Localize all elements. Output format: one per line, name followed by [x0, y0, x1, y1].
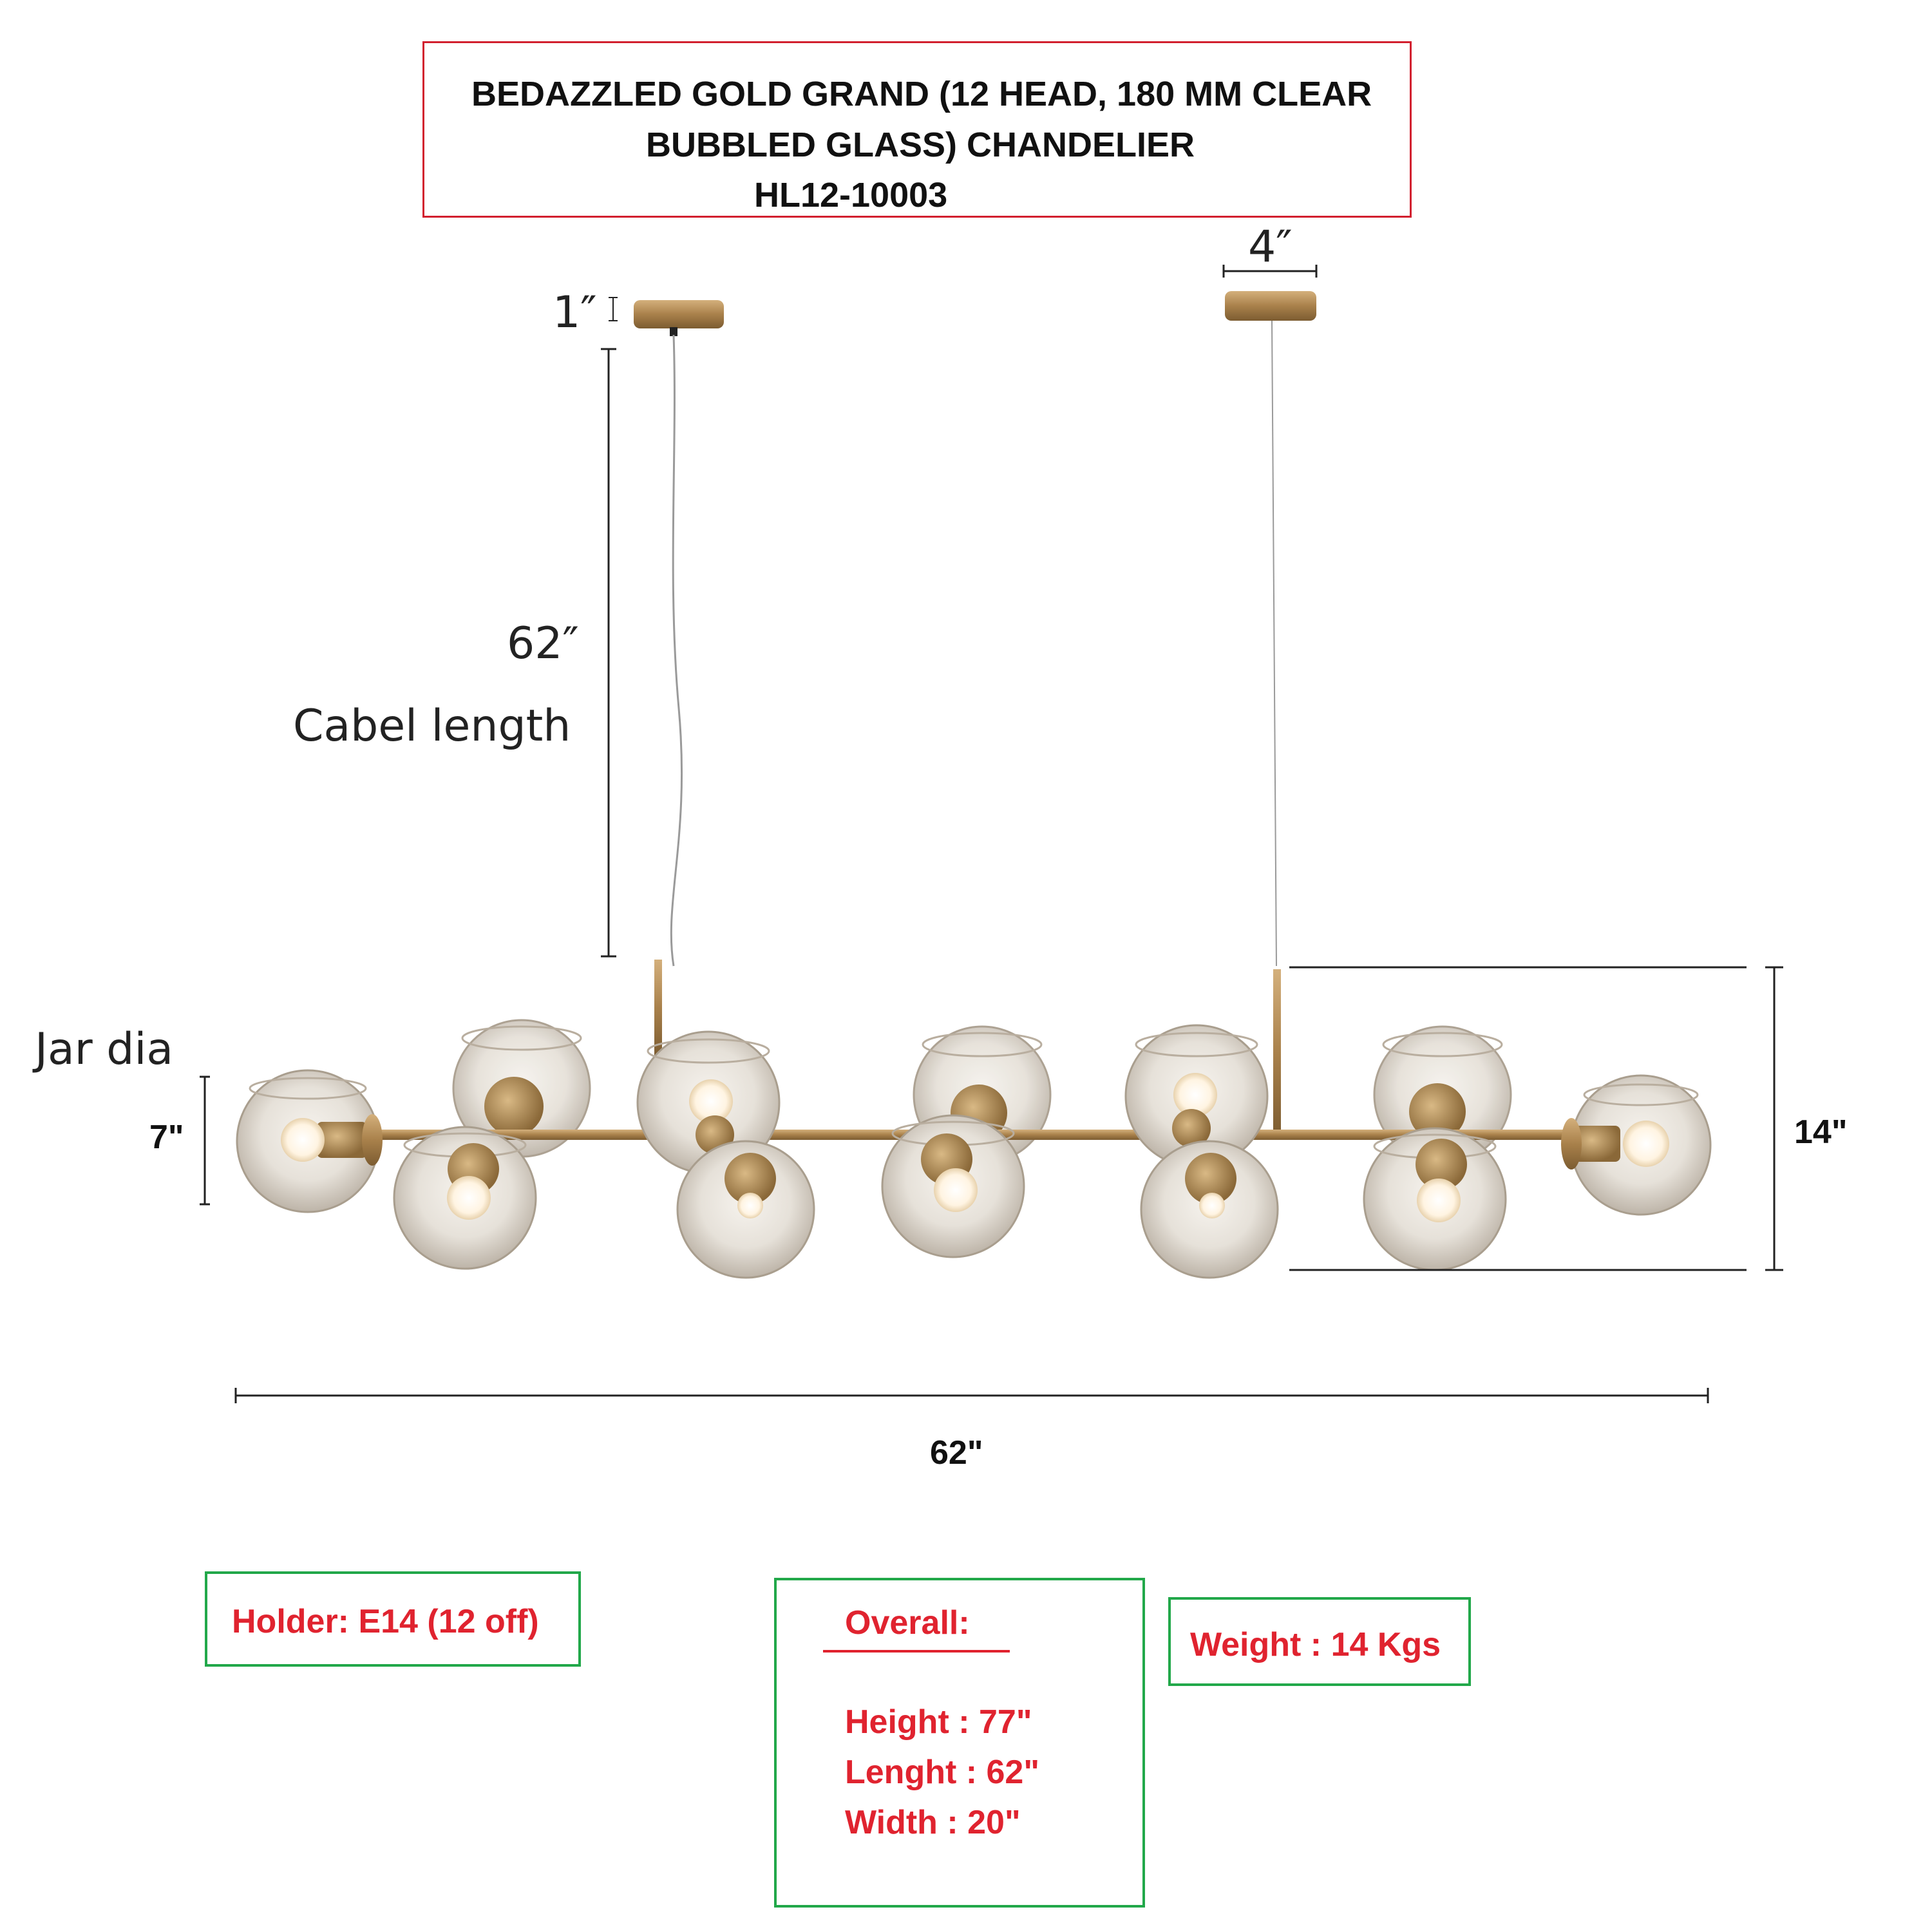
dimension-canopy-height [609, 297, 618, 321]
globe-lower-2 [676, 1140, 815, 1279]
cable-length-label: Cabel length [293, 701, 571, 752]
dimension-body-height [1289, 966, 1783, 1271]
globe-end-left [236, 1069, 383, 1213]
dimension-overall-length [234, 1388, 1709, 1403]
dimension-canopy-width [1222, 265, 1318, 278]
dimension-cable-length [601, 348, 616, 958]
drop-rod-right [1273, 969, 1281, 1137]
title-box: BEDAZZLED GOLD GRAND (12 HEAD, 180 MM CL… [422, 41, 1412, 218]
title-line-2: BUBBLED GLASS) CHANDELIER [646, 126, 1195, 164]
overall-height: Height : 77" [845, 1703, 1032, 1741]
globe-lower-1 [393, 1126, 537, 1270]
power-cable [670, 334, 683, 967]
dimension-jar-dia [200, 1075, 210, 1206]
body-height-value: 14" [1794, 1113, 1848, 1151]
weight-spec-box: Weight : 14 Kgs [1168, 1597, 1471, 1686]
overall-length: Lenght : 62" [845, 1754, 1039, 1791]
overall-heading-underline [823, 1650, 1010, 1653]
cable-length-value: 62″ [507, 618, 579, 669]
overall-length-value: 62" [930, 1434, 983, 1472]
weight-spec: Weight : 14 Kgs [1190, 1626, 1441, 1663]
canopy-height-label: 1″ [553, 287, 597, 338]
canopy-right [1225, 291, 1316, 321]
overall-spec-box: Overall: Height : 77" Lenght : 62" Width… [774, 1578, 1145, 1908]
jar-dia-value: 7" [149, 1119, 184, 1156]
canopy-width-label: 4″ [1248, 222, 1293, 272]
overall-heading: Overall: [845, 1604, 970, 1642]
title-line-1: BEDAZZLED GOLD GRAND (12 HEAD, 180 MM CL… [471, 75, 1372, 113]
globe-back-1 [452, 1019, 591, 1158]
globe-upper-1 [636, 1030, 781, 1175]
product-code: HL12-10003 [754, 176, 948, 214]
drop-rod-left [654, 960, 662, 1056]
globe-back-3 [1373, 1025, 1512, 1164]
globe-upper-2 [1124, 1024, 1269, 1168]
jar-dia-label: Jar dia [35, 1024, 174, 1075]
holder-spec: Holder: E14 (12 off) [232, 1603, 539, 1640]
holder-spec-box: Holder: E14 (12 off) [205, 1571, 581, 1667]
globe-lower-4 [1140, 1140, 1279, 1279]
overall-width: Width : 20" [845, 1804, 1021, 1841]
globe-end-right [1561, 1074, 1712, 1216]
globe-lower-5 [1363, 1127, 1507, 1271]
suspension-wire [1271, 320, 1277, 967]
canopy-left [634, 300, 724, 336]
globe-lower-3 [881, 1114, 1025, 1258]
